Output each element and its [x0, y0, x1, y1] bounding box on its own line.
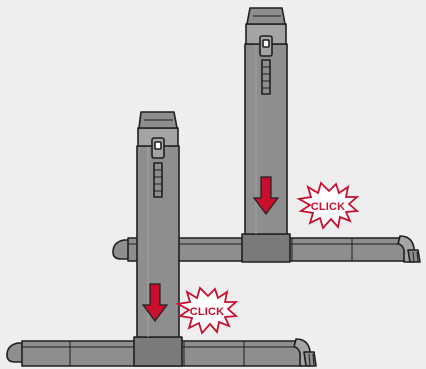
down-arrow-icon [141, 283, 169, 322]
starburst-icon [175, 286, 239, 335]
down-arrow-icon [252, 176, 280, 215]
back-stand-collar [241, 233, 291, 263]
starburst-icon [296, 181, 360, 230]
click-callout-front: CLICK [175, 286, 239, 335]
click-callout-back: CLICK [296, 181, 360, 230]
click-label-back: CLICK [311, 201, 346, 213]
front-stand-collar [133, 336, 183, 367]
click-label-front: CLICK [190, 306, 225, 318]
